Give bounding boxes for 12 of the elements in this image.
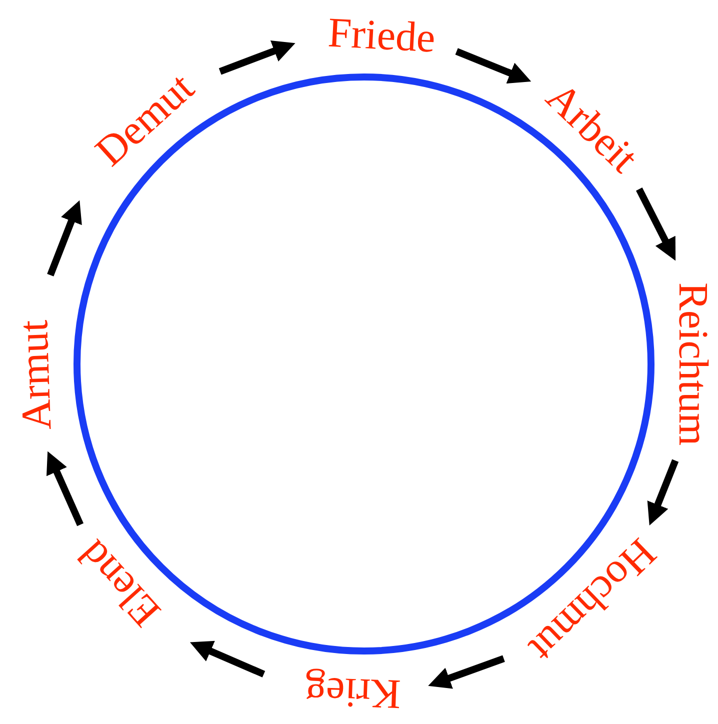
word-label: Friede xyxy=(326,10,436,62)
word-label: Reichtum xyxy=(669,282,716,446)
arrow xyxy=(455,48,532,84)
arrow xyxy=(46,451,84,526)
arrow xyxy=(428,655,505,689)
word-label: Krieg xyxy=(304,667,401,716)
arrow xyxy=(47,200,82,276)
arrow xyxy=(647,459,679,526)
word-label: Armut xyxy=(11,320,61,432)
arrow xyxy=(636,188,676,261)
arrow xyxy=(190,640,266,678)
arrow xyxy=(218,40,296,75)
